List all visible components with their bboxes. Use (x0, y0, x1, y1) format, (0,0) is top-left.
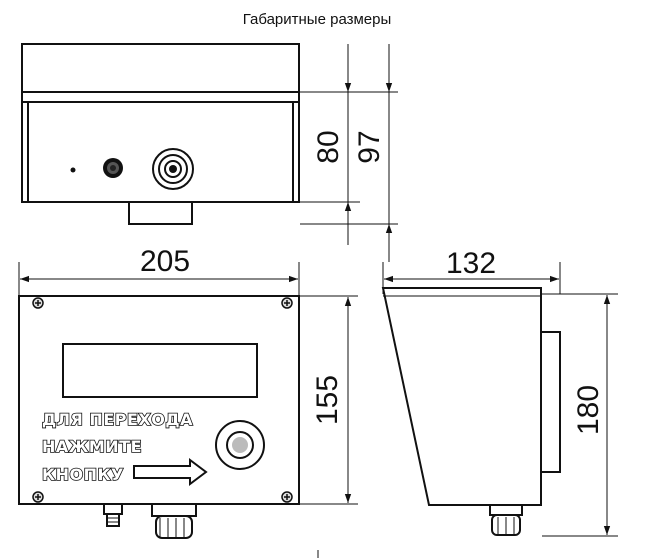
display-window (62, 343, 258, 398)
side-height-dimension (542, 293, 618, 537)
arrow-right-icon (133, 458, 208, 486)
top-view-dimensions (300, 44, 398, 262)
button-knob-icon (103, 158, 123, 178)
dim-155-label: 155 (311, 375, 344, 425)
side-gland-icon (489, 504, 523, 536)
panel-text-line1: ДЛЯ ПЕРЕХОДА (42, 410, 193, 429)
cable-gland-icon (152, 148, 194, 190)
small-connector-icon (103, 503, 123, 527)
screw-icon (32, 491, 44, 503)
drawing-title: Габаритные размеры (243, 11, 392, 28)
screw-icon (281, 297, 293, 309)
panel-text-line2: НАЖМИТЕ (42, 437, 142, 456)
dim-205-label: 205 (140, 245, 190, 278)
front-height-dimension (300, 295, 358, 505)
front-view: ДЛЯ ПЕРЕХОДА НАЖМИТЕ КНОПКУ (18, 262, 300, 539)
dim-132-label: 132 (446, 247, 496, 280)
cable-gland-front-icon (151, 503, 197, 539)
push-button-icon (215, 420, 265, 470)
indicator-hole-icon (70, 167, 76, 173)
dim-97-label: 97 (353, 130, 386, 163)
screw-icon (32, 297, 44, 309)
screw-icon (281, 491, 293, 503)
dim-180-label: 180 (572, 385, 605, 435)
dim-80-label: 80 (312, 130, 345, 163)
top-view (21, 43, 300, 225)
side-view (381, 262, 561, 536)
panel-text-line3: КНОПКУ (42, 465, 124, 484)
